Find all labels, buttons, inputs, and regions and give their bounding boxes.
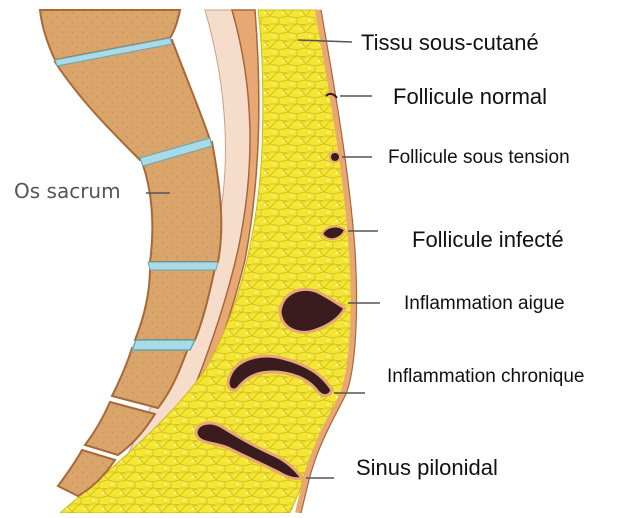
label-inflammation-chronique: Inflammation chronique xyxy=(387,361,587,393)
label-follicule-normal: Follicule normal xyxy=(393,84,547,109)
label-follicule-infecte: Follicule infecté xyxy=(412,227,564,252)
label-follicule-sous-tension: Follicule sous tension xyxy=(388,147,570,169)
label-inflammation-aigue: Inflammation aigue xyxy=(404,293,565,315)
label-tissu-sous-cutane: Tissu sous-cutané xyxy=(361,30,539,55)
label-sinus-pilonidal: Sinus pilonidal xyxy=(356,455,498,480)
label-os-sacrum: Os sacrum xyxy=(14,180,121,203)
